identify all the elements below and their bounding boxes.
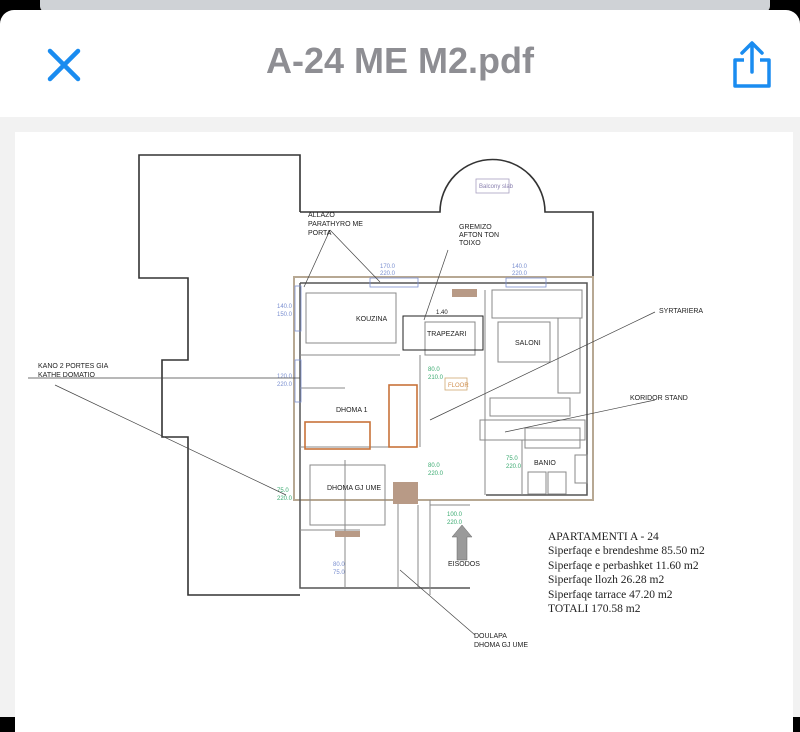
svg-text:100.0: 100.0: [447, 512, 463, 518]
close-x-icon: [47, 48, 81, 82]
wood-elements: [335, 289, 477, 537]
apartment-walls: [293, 276, 594, 595]
svg-text:140.0: 140.0: [512, 264, 528, 270]
svg-text:DHOMA 1: DHOMA 1: [336, 407, 368, 414]
svg-text:220.0: 220.0: [512, 271, 528, 277]
summary-line: Siperfaqe e perbashket 11.60 m2: [548, 559, 699, 572]
svg-text:220.0: 220.0: [506, 464, 522, 470]
document-title: A-24 ME M2.pdf: [265, 40, 534, 81]
svg-text:75.0: 75.0: [277, 488, 289, 494]
svg-text:TRAPEZARI: TRAPEZARI: [427, 331, 466, 338]
dimension-labels: 140.0 150.0 120.0 220.0 75.0 220.0 80.0 …: [277, 264, 528, 576]
header-bar: A-24 ME M2.pdf: [0, 10, 800, 115]
svg-text:TOIXO: TOIXO: [459, 240, 481, 247]
svg-text:80.0: 80.0: [428, 463, 440, 469]
svg-text:BANIO: BANIO: [534, 460, 556, 467]
svg-text:220.0: 220.0: [277, 382, 293, 388]
summary-line: Siperfaqe llozh 26.28 m2: [548, 574, 665, 587]
summary-line: Siperfaqe e brendeshme 85.50 m2: [548, 545, 705, 558]
svg-text:AFTON TON: AFTON TON: [459, 232, 499, 239]
background-sheet: [40, 0, 770, 12]
svg-text:KOUZINA: KOUZINA: [356, 316, 387, 323]
balcony-label: Balcony slab: [479, 184, 514, 190]
summary-line: Siperfaqe tarrace 47.20 m2: [548, 588, 673, 601]
svg-text:140.0: 140.0: [277, 304, 293, 310]
annotations: ALLAZO PARATHYRO ME PORTA GREMIZO AFTON …: [38, 212, 703, 649]
pdf-preview-sheet: A-24 ME M2.pdf: [0, 10, 800, 732]
svg-text:ALLAZO: ALLAZO: [308, 212, 335, 219]
share-button[interactable]: [728, 40, 776, 90]
svg-text:220.0: 220.0: [428, 471, 444, 477]
svg-text:KORIDOR STAND: KORIDOR STAND: [630, 395, 688, 402]
floor-label: FLOOR: [448, 383, 469, 389]
svg-text:75.0: 75.0: [506, 456, 518, 462]
summary-total: TOTALI 170.58 m2: [548, 603, 641, 616]
share-icon: [733, 41, 771, 88]
svg-text:120.0: 120.0: [277, 374, 293, 380]
entrance-arrow-icon: [451, 524, 473, 561]
svg-text:170.0: 170.0: [380, 264, 396, 270]
svg-text:150.0: 150.0: [277, 312, 293, 318]
furniture-highlights: [304, 384, 418, 450]
area-summary: APARTAMENTI A - 24 Siperfaqe e brendeshm…: [548, 530, 705, 616]
floor-plan: Balcony slab FLOOR KOUZINA: [28, 154, 703, 649]
svg-text:SYRTARIERA: SYRTARIERA: [659, 308, 703, 315]
svg-text:220.0: 220.0: [447, 520, 463, 526]
terrace-outline: [138, 154, 594, 596]
balcony-label-box: [475, 178, 510, 194]
annotation-leaders: [28, 229, 656, 636]
svg-text:SALONI: SALONI: [515, 340, 541, 347]
close-button[interactable]: [44, 45, 84, 85]
svg-text:GREMIZO: GREMIZO: [459, 224, 492, 231]
pdf-viewer[interactable]: [0, 117, 800, 732]
svg-text:210.0: 210.0: [428, 375, 444, 381]
svg-text:KANO 2 PORTES GIA: KANO 2 PORTES GIA: [38, 363, 109, 370]
svg-text:EISODOS: EISODOS: [448, 561, 480, 568]
svg-text:80.0: 80.0: [333, 562, 345, 568]
svg-text:DOULAPA: DOULAPA: [474, 633, 507, 640]
svg-text:80.0: 80.0: [428, 367, 440, 373]
svg-text:PORTA: PORTA: [308, 230, 332, 237]
svg-text:DHOMA GJ UME: DHOMA GJ UME: [327, 485, 381, 492]
svg-text:PARATHYRO ME: PARATHYRO ME: [308, 221, 363, 228]
svg-text:KATHE DOMATIO: KATHE DOMATIO: [38, 372, 95, 379]
room-labels: KOUZINA TRAPEZARI SALONI DHOMA 1 DHOMA G…: [327, 316, 556, 568]
svg-text:220.0: 220.0: [277, 496, 293, 502]
pdf-page: [15, 132, 793, 732]
svg-text:1.40: 1.40: [436, 310, 448, 316]
svg-text:75.0: 75.0: [333, 570, 345, 576]
svg-text:220.0: 220.0: [380, 271, 396, 277]
summary-title: APARTAMENTI A - 24: [548, 531, 659, 543]
svg-text:DHOMA GJ UME: DHOMA GJ UME: [474, 642, 528, 649]
windows: [294, 277, 547, 403]
